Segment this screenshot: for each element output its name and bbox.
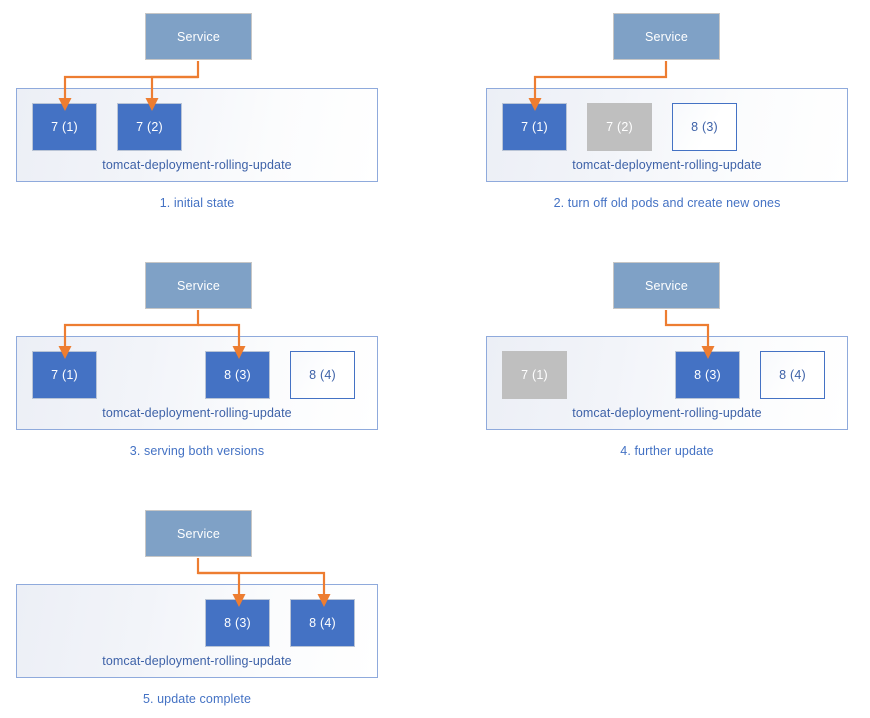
deployment-name-label: tomcat-deployment-rolling-update bbox=[572, 158, 762, 172]
service-label: Service bbox=[176, 526, 221, 541]
pod-8-3: 8 (3) bbox=[205, 351, 270, 399]
pod-8-4: 8 (4) bbox=[760, 351, 825, 399]
pod-7-2: 7 (2) bbox=[117, 103, 182, 151]
pod-label: 8 (3) bbox=[224, 616, 251, 630]
pod-8-3: 8 (3) bbox=[205, 599, 270, 647]
pod-7-1: 7 (1) bbox=[32, 351, 97, 399]
service-label: Service bbox=[176, 278, 221, 293]
caption-2: 2. turn off old pods and create new ones bbox=[553, 196, 781, 210]
caption-1: 1. initial state bbox=[159, 196, 235, 210]
pod-label: 8 (4) bbox=[309, 368, 336, 382]
service-box-4: Service bbox=[613, 262, 720, 309]
caption-5: 5. update complete bbox=[142, 692, 252, 706]
service-box-1: Service bbox=[145, 13, 252, 60]
deployment-name-label: tomcat-deployment-rolling-update bbox=[102, 654, 292, 668]
service-label: Service bbox=[176, 29, 221, 44]
service-box-3: Service bbox=[145, 262, 252, 309]
pod-8-4: 8 (4) bbox=[290, 599, 355, 647]
deployment-name-label: tomcat-deployment-rolling-update bbox=[102, 158, 292, 172]
pod-label: 7 (1) bbox=[521, 368, 548, 382]
pod-label: 8 (3) bbox=[694, 368, 721, 382]
caption-4: 4. further update bbox=[620, 444, 714, 458]
pod-8-4: 8 (4) bbox=[290, 351, 355, 399]
pod-label: 7 (1) bbox=[521, 120, 548, 134]
pod-label: 7 (1) bbox=[51, 120, 78, 134]
pod-8-3: 8 (3) bbox=[675, 351, 740, 399]
deployment-name-label: tomcat-deployment-rolling-update bbox=[572, 406, 762, 420]
pod-7-1: 7 (1) bbox=[502, 103, 567, 151]
pod-label: 8 (4) bbox=[779, 368, 806, 382]
pod-7-1: 7 (1) bbox=[32, 103, 97, 151]
service-label: Service bbox=[644, 278, 689, 293]
pod-label: 8 (3) bbox=[691, 120, 718, 134]
caption-3: 3. serving both versions bbox=[129, 444, 265, 458]
pod-label: 8 (3) bbox=[224, 368, 251, 382]
pod-label: 7 (2) bbox=[136, 120, 163, 134]
pod-label: 8 (4) bbox=[309, 616, 336, 630]
pod-7-2: 7 (2) bbox=[587, 103, 652, 151]
pod-7-1: 7 (1) bbox=[502, 351, 567, 399]
service-box-5: Service bbox=[145, 510, 252, 557]
deployment-name-label: tomcat-deployment-rolling-update bbox=[102, 406, 292, 420]
service-label: Service bbox=[644, 29, 689, 44]
pod-8-3: 8 (3) bbox=[672, 103, 737, 151]
pod-label: 7 (2) bbox=[606, 120, 633, 134]
pod-label: 7 (1) bbox=[51, 368, 78, 382]
service-box-2: Service bbox=[613, 13, 720, 60]
